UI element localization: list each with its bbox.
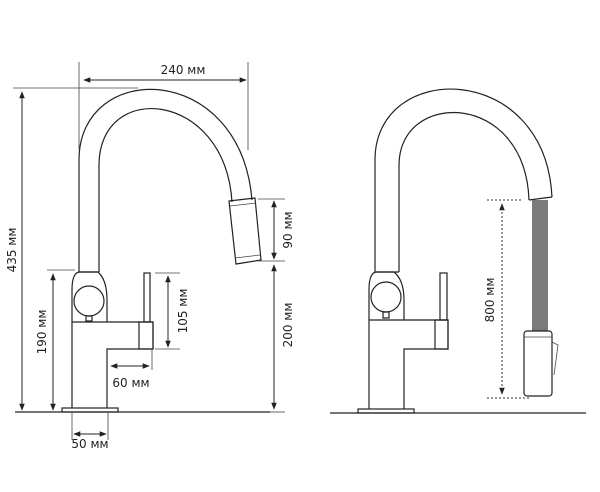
spout-inner [98,107,233,272]
lever-handle [439,272,448,321]
hub-circle [73,285,105,317]
dim-lever-offset: 60 мм [112,376,149,390]
dim-spout-clearance: 200 мм [281,303,295,348]
aerator-nub [85,315,93,322]
dim-total-height: 435 мм [5,228,19,273]
hub-circle [370,281,402,313]
spray-head [523,330,553,397]
pull-out-hose [532,200,548,331]
lever-block [138,321,154,350]
lever-handle [143,272,151,323]
spout-outer [78,88,253,272]
lever-block [434,319,449,350]
spout-inner [398,111,530,272]
hub-housing [368,271,405,320]
dimensions-left: 240 мм 435 мм 190 мм 105 мм 60 мм 50 мм … [5,62,295,451]
dim-spout-reach: 240 мм [161,63,206,77]
faucet-body [71,321,154,408]
dim-body-height: 190 мм [35,310,49,355]
base-plate [357,408,415,414]
faucet-hose-extended-view [330,88,586,414]
dim-lever-height: 105 мм [176,289,190,334]
hub-housing [71,271,108,322]
spray-head [228,197,262,265]
dim-base-width: 50 мм [71,437,108,451]
faucet-front-view [15,88,270,413]
faucet-body [368,319,449,409]
dim-spray-head-height: 90 мм [281,211,295,248]
aerator-nub [382,311,390,319]
dim-hose-length: 800 мм [483,278,497,323]
base-plate [61,407,119,413]
dimensions-right: 800 мм [483,199,531,399]
spout-outer [374,88,553,272]
